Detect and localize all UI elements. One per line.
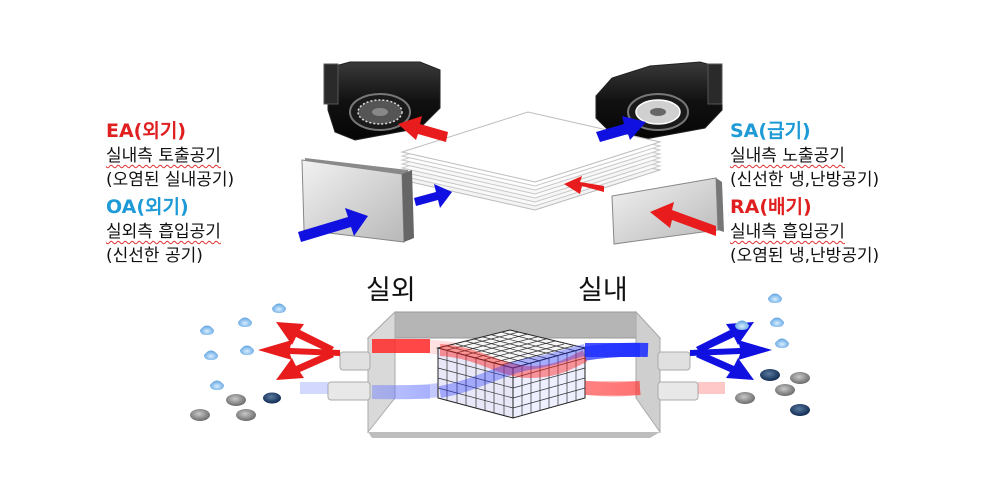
arrow-icon-oa-to-core (414, 184, 452, 208)
arrow-icon-supply (690, 322, 772, 380)
ra-line1: 실내측 흡입공기 (730, 222, 845, 242)
zone-label-outdoor: 실외 (366, 275, 416, 306)
oa-title: OA(외기) (106, 196, 189, 218)
oa-label-block: OA(외기) 실외측 흡입공기 (신선한 공기) (106, 194, 221, 268)
zone-label-indoor: 실내 (578, 275, 628, 306)
arrow-icon-sa-out (596, 116, 646, 142)
heat-exchanger-icon (436, 329, 588, 419)
ventilation-unit (327, 310, 699, 438)
droplet-icon-group (200, 293, 789, 390)
sa-line1: 실내측 노출공기 (730, 146, 845, 166)
ra-line2: (오염된 냉,난방공기) (730, 246, 880, 266)
arrow-icon-ea-out (398, 116, 448, 142)
oa-line2: (신선한 공기) (106, 246, 203, 266)
heat-exchanger-plates (400, 111, 662, 211)
arrow-icon-exhaust (258, 322, 340, 380)
particle-icon-group (190, 369, 810, 421)
oa-line1: 실외측 흡입공기 (106, 222, 221, 242)
ea-title: EA(외기) (106, 120, 187, 142)
arrow-icon-oa-in (298, 208, 368, 242)
fan-icon-left (323, 61, 441, 141)
ea-line2: (오염된 실내공기) (106, 170, 235, 190)
arrow-icon-ra-to-core (564, 176, 604, 194)
ea-label-block: EA(외기) 실내측 토출공기 (오염된 실내공기) (106, 118, 234, 192)
ra-label-block: RA(배기) 실내측 흡입공기 (오염된 냉,난방공기) (730, 194, 879, 268)
ea-line1: 실내측 토출공기 (106, 146, 221, 166)
sa-line2: (신선한 냉,난방공기) (730, 170, 880, 190)
sa-label-block: SA(급기) 실내측 노출공기 (신선한 냉,난방공기) (730, 118, 879, 192)
ra-title: RA(배기) (730, 196, 812, 218)
filter-icon-left (301, 158, 414, 243)
sa-title: SA(급기) (730, 120, 811, 142)
arrow-icon-ra-in (650, 202, 716, 236)
